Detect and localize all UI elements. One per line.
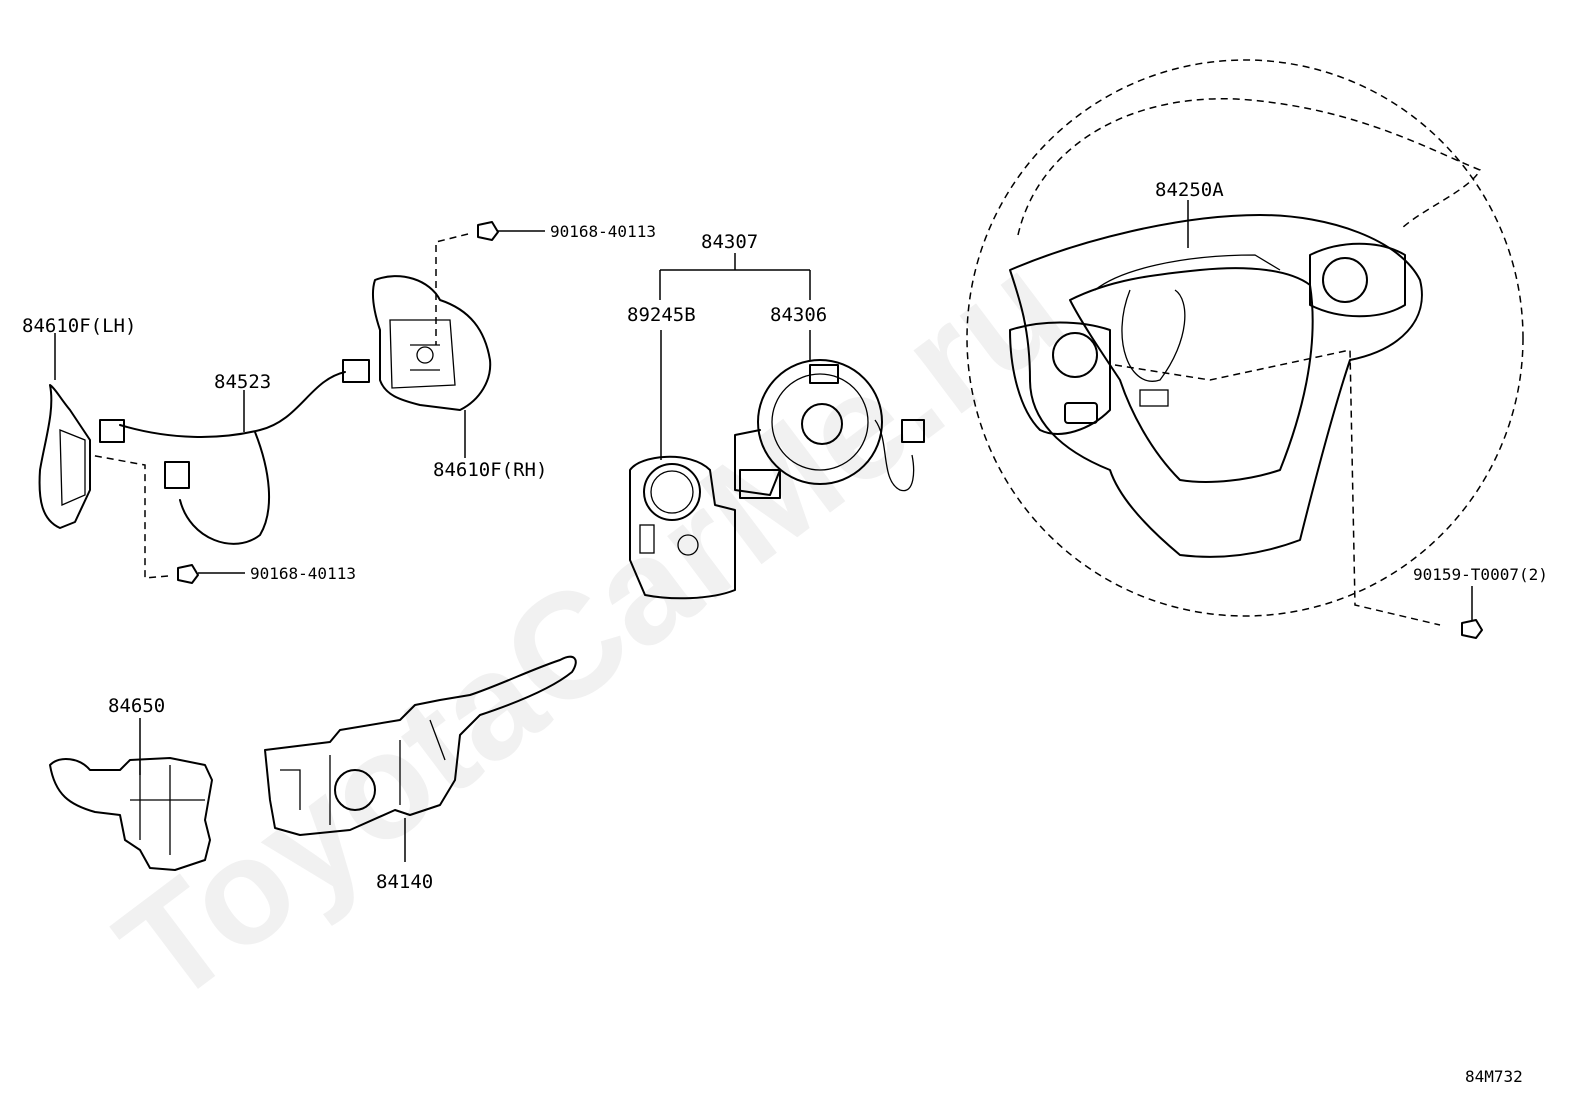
wheel-harness	[1094, 254, 1281, 382]
screw-90159[interactable]	[1461, 586, 1483, 639]
wheel-outer-dashed	[966, 59, 1524, 617]
steering-switch-lh[interactable]	[38, 333, 91, 529]
label-90159: 90159-T0007(2)	[1413, 565, 1548, 584]
label-84523: 84523	[214, 371, 271, 393]
watermark: ToyotaCarMe.ru	[88, 221, 1092, 1036]
wiper-switch-84650[interactable]	[49, 718, 213, 871]
label-89245B: 89245B	[627, 304, 696, 326]
left-switch-button	[1064, 402, 1098, 424]
label-84140: 84140	[376, 871, 433, 893]
right-switch-dial	[1322, 257, 1368, 303]
label-90168-top: 90168-40113	[550, 222, 656, 241]
turn-signal-switch-84140[interactable]	[264, 655, 577, 862]
left-switch-dial	[1052, 332, 1098, 378]
screw-dash-line	[1114, 349, 1441, 626]
steering-sensor-89245B[interactable]	[629, 330, 736, 600]
steering-wheel[interactable]	[966, 59, 1524, 626]
screw-90168-bottom[interactable]	[89, 454, 245, 584]
bracket-84307	[659, 253, 811, 300]
left-switch-panel	[1009, 321, 1111, 435]
label-84250A: 84250A	[1155, 179, 1224, 201]
wheel-center-opening	[1069, 267, 1314, 483]
wheel-spoke-body	[1009, 214, 1423, 558]
label-84650: 84650	[108, 695, 165, 717]
label-90168-bottom: 90168-40113	[250, 564, 356, 583]
label-84610F-lh: 84610F(LH)	[22, 315, 136, 337]
screw-90168-top[interactable]	[435, 221, 545, 345]
wheel-inner-dashed	[1017, 98, 1482, 236]
spiral-cable-84306[interactable]	[734, 330, 925, 499]
right-switch-panel	[1309, 242, 1406, 318]
label-84307: 84307	[701, 231, 758, 253]
label-84610F-rh: 84610F(RH)	[433, 459, 547, 481]
steering-switch-rh[interactable]	[371, 275, 492, 458]
label-84306: 84306	[770, 304, 827, 326]
harness-connector	[1139, 389, 1169, 407]
harness-84523[interactable]	[99, 359, 370, 545]
diagram-code: 84M732	[1465, 1067, 1523, 1086]
